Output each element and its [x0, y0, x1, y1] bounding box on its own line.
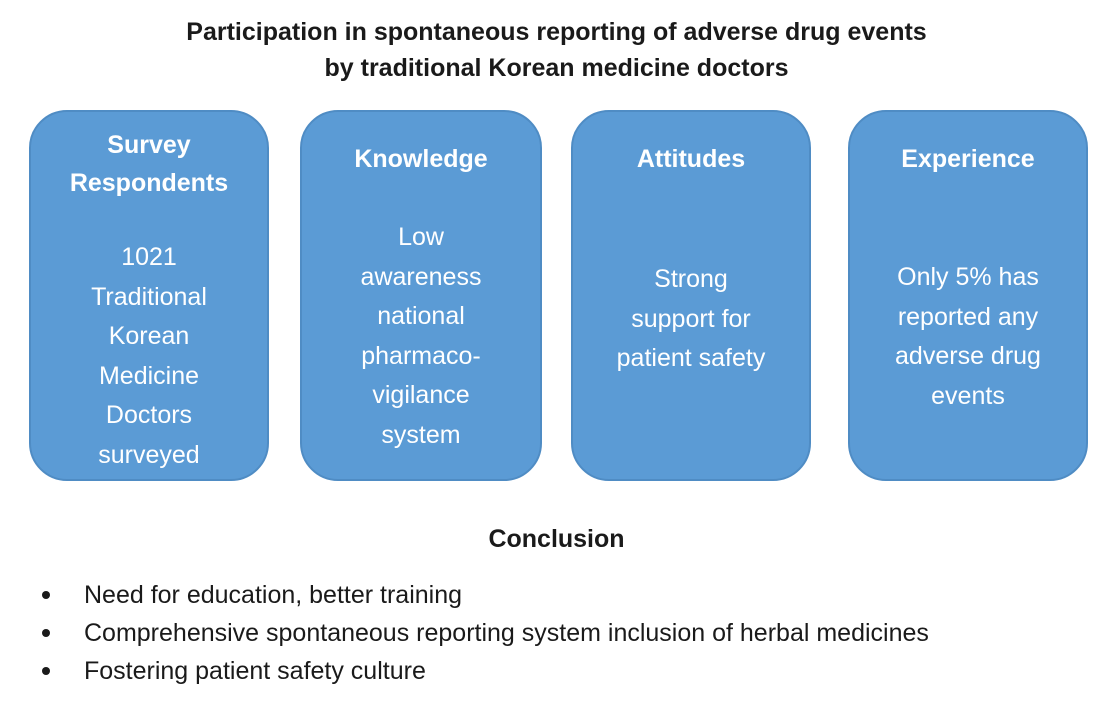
card-heading: Survey Respondents: [31, 126, 267, 202]
card-heading-line: Knowledge: [354, 145, 488, 173]
card-body-line: support for: [631, 304, 751, 333]
card-body-line: vigilance: [372, 381, 470, 409]
bullet-icon: [42, 591, 50, 599]
card-body-line: Strong: [654, 265, 728, 293]
card-body-line: Low: [398, 223, 444, 251]
card-body-line: Doctors: [105, 401, 193, 429]
card-body-line: system: [381, 420, 461, 449]
card-heading: Experience: [850, 140, 1086, 178]
card-body-line: pharmaco-: [361, 341, 481, 370]
card-body-line: Korean: [108, 322, 190, 350]
bullet-icon: [42, 629, 50, 637]
title-line-2: by traditional Korean medicine doctors: [324, 54, 789, 82]
card-body-line: events: [931, 381, 1005, 410]
card-body-line: surveyed: [98, 440, 200, 469]
title-line-1: Participation in spontaneous reporting o…: [186, 18, 927, 46]
bullet-icon: [42, 667, 50, 675]
list-item: Comprehensive spontaneous reporting syst…: [38, 614, 929, 652]
card-heading-line: Survey: [107, 131, 191, 159]
card-heading-line: Experience: [901, 145, 1035, 173]
card-heading-line: Respondents: [69, 169, 229, 197]
card-body-line: awareness: [360, 262, 482, 291]
card-heading-line: Attitudes: [636, 145, 746, 173]
card-survey-respondents: Survey Respondents 1021 Traditional Kore…: [29, 110, 269, 481]
card-body: 1021 Traditional Korean Medicine Doctors…: [31, 238, 267, 475]
card-body-line: Traditional: [91, 282, 207, 311]
card-body-line: reported any: [897, 302, 1039, 331]
list-item: Need for education, better training: [38, 576, 929, 614]
list-item-text: Fostering patient safety culture: [84, 657, 426, 685]
card-body: Strong support for patient safety: [573, 260, 809, 379]
card-body: Only 5% has reported any adverse drug ev…: [850, 258, 1086, 416]
card-body-line: Medicine: [98, 361, 200, 390]
conclusion-title: Conclusion: [488, 525, 625, 553]
list-item: Fostering patient safety culture: [38, 652, 929, 690]
card-body-line: 1021: [121, 243, 177, 271]
card-body: Low awareness national pharmaco- vigilan…: [302, 218, 540, 455]
list-item-text: Comprehensive spontaneous reporting syst…: [84, 619, 929, 647]
diagram-title: Participation in spontaneous reporting o…: [0, 14, 1113, 86]
card-body-line: patient safety: [616, 344, 766, 372]
card-body-line: Only 5% has: [897, 263, 1039, 291]
list-item-text: Need for education, better training: [84, 581, 463, 609]
card-heading: Attitudes: [573, 140, 809, 178]
card-attitudes: Attitudes Strong support for patient saf…: [571, 110, 811, 481]
card-experience: Experience Only 5% has reported any adve…: [848, 110, 1088, 481]
conclusion-list: Need for education, better training Comp…: [38, 576, 929, 690]
card-heading: Knowledge: [302, 140, 540, 178]
card-knowledge: Knowledge Low awareness national pharmac…: [300, 110, 542, 481]
card-body-line: adverse drug: [895, 342, 1041, 370]
card-body-line: national: [377, 302, 465, 330]
